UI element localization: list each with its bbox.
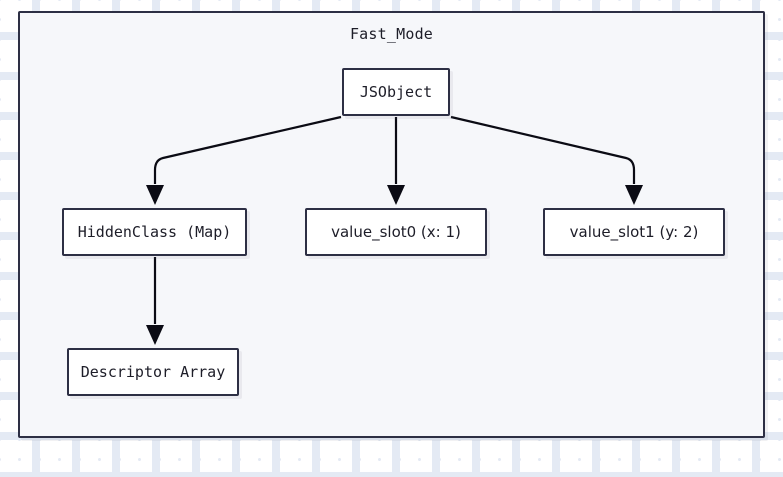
node-value-slot0[interactable]: value_slot0 (x: 1) [305,208,487,256]
node-hiddenclass[interactable]: HiddenClass (Map) [62,208,247,256]
node-value-slot1[interactable]: value_slot1 (y: 2) [543,208,725,256]
subgraph-title: Fast_Mode [349,25,434,43]
node-jsobject[interactable]: JSObject [342,68,450,116]
node-descriptor-array[interactable]: Descriptor Array [67,348,239,396]
